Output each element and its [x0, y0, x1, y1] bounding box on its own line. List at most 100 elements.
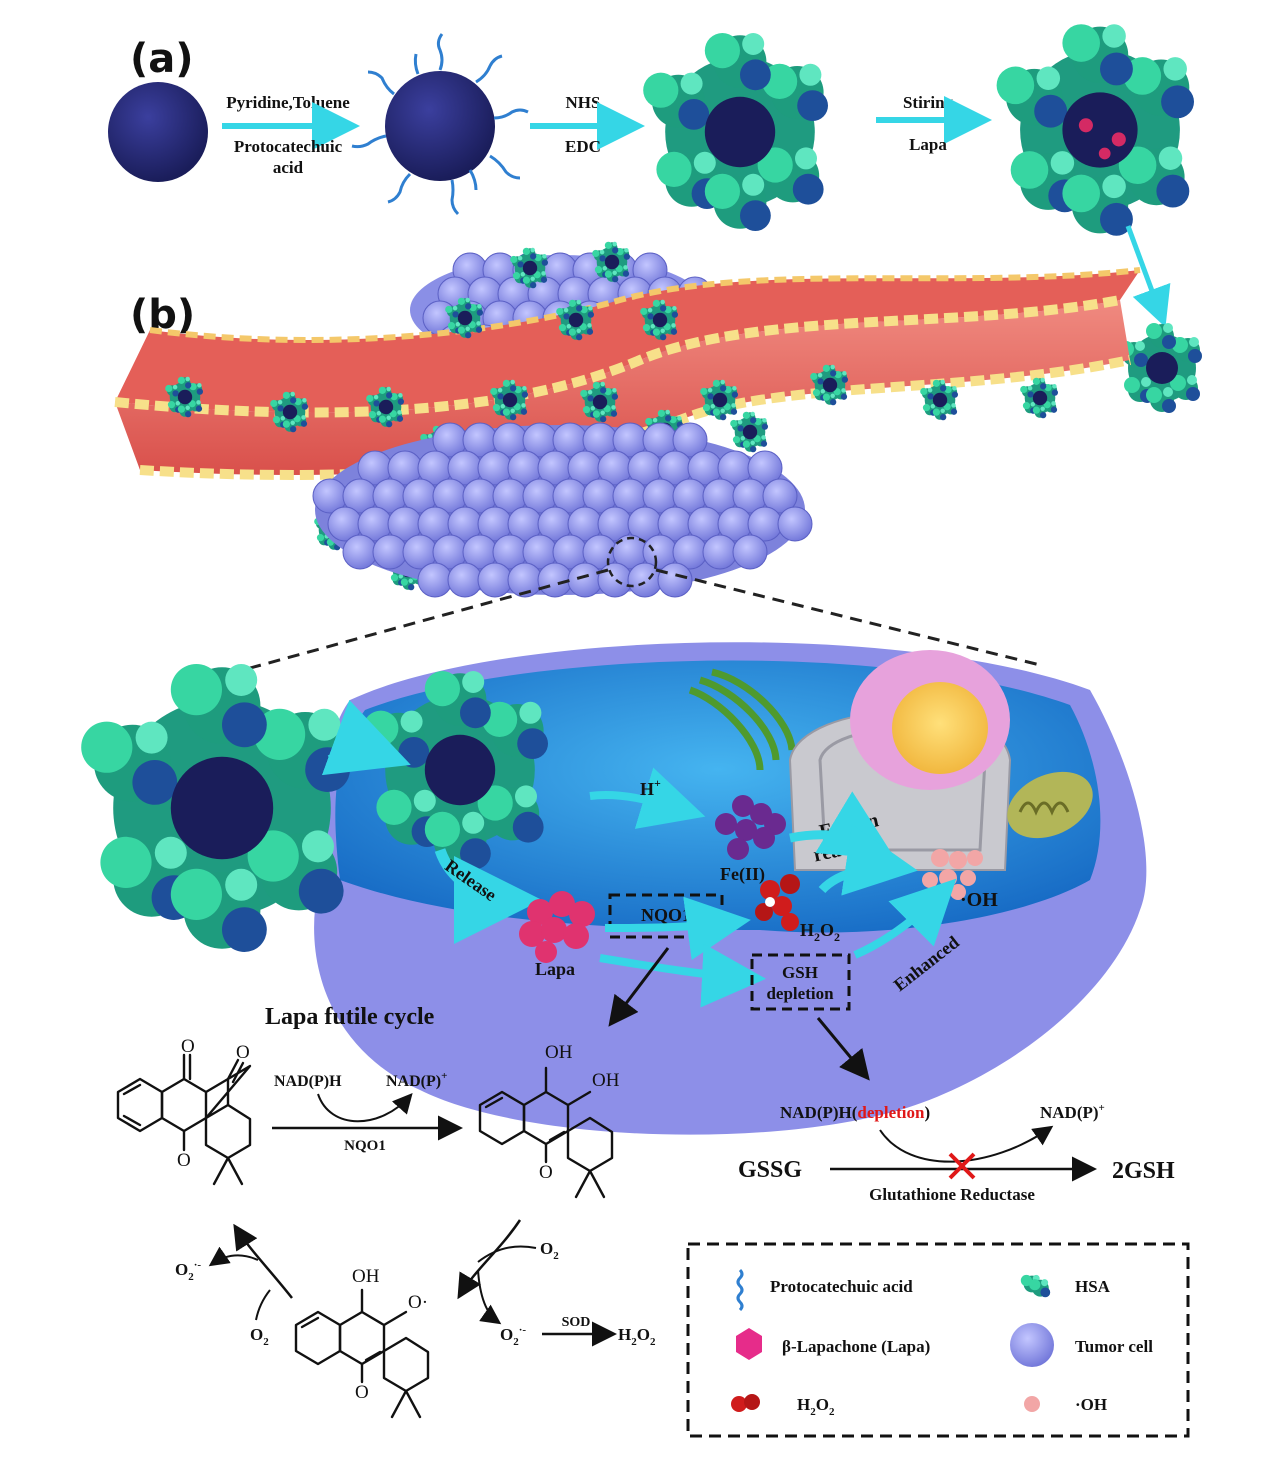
gsh-nadp-label: NAD(P)+: [1040, 1102, 1105, 1122]
tumor-cell-icon: [1010, 1323, 1054, 1367]
h2o2-icon: [731, 1394, 760, 1412]
nanoparticle: [1020, 378, 1058, 419]
tumor-cell: [447, 562, 483, 598]
golgi-apparatus: [688, 668, 796, 771]
lower-tumor-mass: [312, 422, 813, 598]
enhanced-arrow: [853, 878, 957, 959]
futile-cycle-title: Lapa futile cycle: [265, 1004, 435, 1030]
gsh-arrow: [599, 943, 766, 1008]
gsh-box-label-2: depletion: [766, 984, 834, 1003]
fe-label: Fe(II): [720, 864, 765, 885]
tumor-cell: [567, 562, 603, 598]
superoxide-label: O2·-: [500, 1324, 526, 1348]
large-nanoparticle: [81, 664, 350, 952]
lapa-atom-o3: O: [177, 1150, 191, 1171]
gssg-label: GSSG: [738, 1157, 802, 1183]
tumor-cell: [342, 534, 378, 570]
lapa-atom-o1: O: [181, 1036, 195, 1057]
gsh-box: [750, 953, 851, 1011]
zoom-line-left: [169, 568, 609, 692]
step1-bottom-label-2: acid: [273, 158, 304, 177]
acid-modified-particle: [351, 33, 529, 216]
hq-atom-o: O: [539, 1162, 553, 1183]
gsh-box-label-1: GSH: [782, 963, 818, 982]
hydroxyl-icon: [1024, 1396, 1040, 1412]
zoom-line-right: [655, 568, 1041, 667]
nqo1-enzyme-label: NQO1: [344, 1138, 386, 1154]
step1-top-label: Pyridine,Toluene: [226, 93, 350, 112]
panel-a-label: (a): [130, 36, 194, 82]
step2-bottom-label: EDC: [565, 137, 601, 156]
nqo1-box-label: NQO1: [641, 905, 691, 925]
step1-bottom-label: Protocatechuic: [234, 137, 343, 156]
hq-atom-oh2: OH: [592, 1070, 620, 1091]
legend-label-tumor: Tumor cell: [1075, 1337, 1153, 1356]
superoxide-out-arrow-left: [208, 1246, 259, 1267]
fenton-arrow-lower: [818, 824, 918, 896]
nqo1-to-cycle-arrow: [608, 947, 670, 1027]
h2o2-cycle-label: H2O2: [618, 1325, 656, 1348]
uptake-arrow: [321, 699, 411, 776]
h2o2-cell-label: H2O2: [800, 920, 840, 944]
bare-core-particle: [108, 82, 208, 182]
sod-label: SOD: [562, 1315, 591, 1330]
lapa-atom-o2: O: [236, 1042, 250, 1063]
superoxide-label-left: O2·-: [175, 1259, 201, 1283]
o2-in-arrow-left: [255, 1289, 271, 1321]
superoxide-out-arrow: [477, 1269, 502, 1325]
hq-atom-oh1: OH: [545, 1042, 573, 1063]
o2-label-right: O2: [540, 1239, 559, 1262]
legend-label-hsa: HSA: [1075, 1277, 1111, 1296]
zoom-circle: [606, 536, 658, 588]
h-plus-arrow: [589, 767, 706, 829]
legend-label-lapa: β-Lapachone (Lapa): [782, 1337, 930, 1356]
tumor-cell: [597, 562, 633, 598]
sq-atom-o: O: [355, 1382, 369, 1403]
lapa-label: Lapa: [535, 959, 575, 979]
tumor-cell: [417, 562, 453, 598]
blocked-cross-icon: [948, 1152, 976, 1180]
hsa-coated-particle: [643, 33, 828, 231]
injected-particle: [1118, 323, 1202, 413]
step2-top-label: NHS: [566, 93, 601, 112]
o2-in-arrow: [477, 1245, 537, 1263]
gsh-nadph-label: NAD(P)H(depletion): [780, 1103, 930, 1122]
nadph-curved-arrow: [317, 1093, 413, 1123]
oxidation-arrow-right: [457, 1219, 522, 1300]
protocatechuic-acid-icon: [736, 1268, 744, 1312]
o2-label-left: O2: [250, 1325, 269, 1348]
release-arrow: [434, 848, 542, 944]
nqo1-arrow: [604, 896, 751, 961]
oh-label: ·OH: [960, 889, 998, 911]
semiquinone-structure: [294, 1288, 430, 1419]
injection-arrow: [1125, 225, 1171, 328]
tumor-cell: [777, 506, 813, 542]
tumor-cell: [372, 534, 408, 570]
fe-ion-cluster: [715, 795, 786, 860]
sq-atom-o-radical: O·: [408, 1292, 428, 1313]
step3-top-label: Stiring: [903, 93, 954, 112]
tumor-cell: [732, 534, 768, 570]
legend: Protocatechuic acid HSA β-Lapachone (Lap…: [686, 1242, 1190, 1438]
legend-box: [686, 1242, 1190, 1438]
tumor-cell: [657, 562, 693, 598]
h2o2-cluster: [755, 874, 800, 931]
nadp-label: NAD(P)+: [386, 1070, 447, 1090]
mitochondrion: [1007, 771, 1093, 839]
gsh-to-reaction-arrow: [816, 1017, 870, 1081]
legend-label-h2o2: H2O2: [797, 1395, 835, 1418]
legend-label-oh: ·OH: [1075, 1395, 1107, 1414]
lapa-cluster: [519, 891, 595, 963]
two-gsh-label: 2GSH: [1112, 1158, 1175, 1184]
tumor-cell: [627, 562, 663, 598]
panel-b-label: (b): [130, 292, 195, 338]
oxidation-arrow-left: [233, 1223, 293, 1299]
gsh-curved-arrow: [879, 1125, 1054, 1163]
lapa-icon: [736, 1328, 762, 1360]
tumor-cell: [702, 534, 738, 570]
sq-atom-oh: OH: [352, 1266, 380, 1287]
lapa-loaded-particle: [997, 24, 1194, 236]
step3-bottom-label: Lapa: [909, 135, 947, 154]
nadph-label: NAD(P)H: [274, 1073, 342, 1090]
